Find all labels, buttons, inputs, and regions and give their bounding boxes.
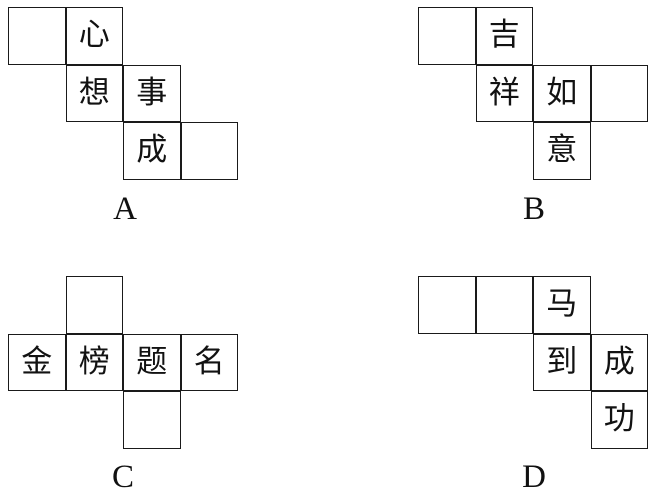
net-cell-blank <box>418 276 476 334</box>
net-cell-character: 祥 <box>475 64 533 122</box>
net-cell-character: 吉 <box>475 7 533 65</box>
net-cell-blank <box>65 276 123 334</box>
net-cell-character: 如 <box>533 64 591 122</box>
net-cell-character: 马 <box>533 276 591 334</box>
net-cell-character: 想 <box>65 64 123 122</box>
net-cell-character: 成 <box>123 122 181 180</box>
net-cell-blank <box>418 7 476 65</box>
option-label-d: D <box>522 459 546 495</box>
net-cell-character: 题 <box>123 333 181 391</box>
net-cell-character: 榜 <box>65 333 123 391</box>
net-cell-blank <box>590 64 648 122</box>
net-cell-character: 成 <box>590 333 648 391</box>
net-cell-character: 心 <box>65 7 123 65</box>
net-cell-blank <box>8 7 66 65</box>
net-cell-character: 到 <box>533 333 591 391</box>
option-label-b: B <box>522 191 545 227</box>
net-cell-character: 金 <box>8 333 66 391</box>
net-cell-blank <box>123 391 181 449</box>
net-cell-blank <box>180 122 238 180</box>
net-cell-character: 名 <box>180 333 238 391</box>
net-cell-character: 事 <box>123 64 181 122</box>
net-cell-character: 意 <box>533 122 591 180</box>
net-cell-character: 功 <box>590 391 648 449</box>
net-cell-blank <box>475 276 533 334</box>
option-label-a: A <box>113 191 137 227</box>
option-label-c: C <box>111 459 134 495</box>
